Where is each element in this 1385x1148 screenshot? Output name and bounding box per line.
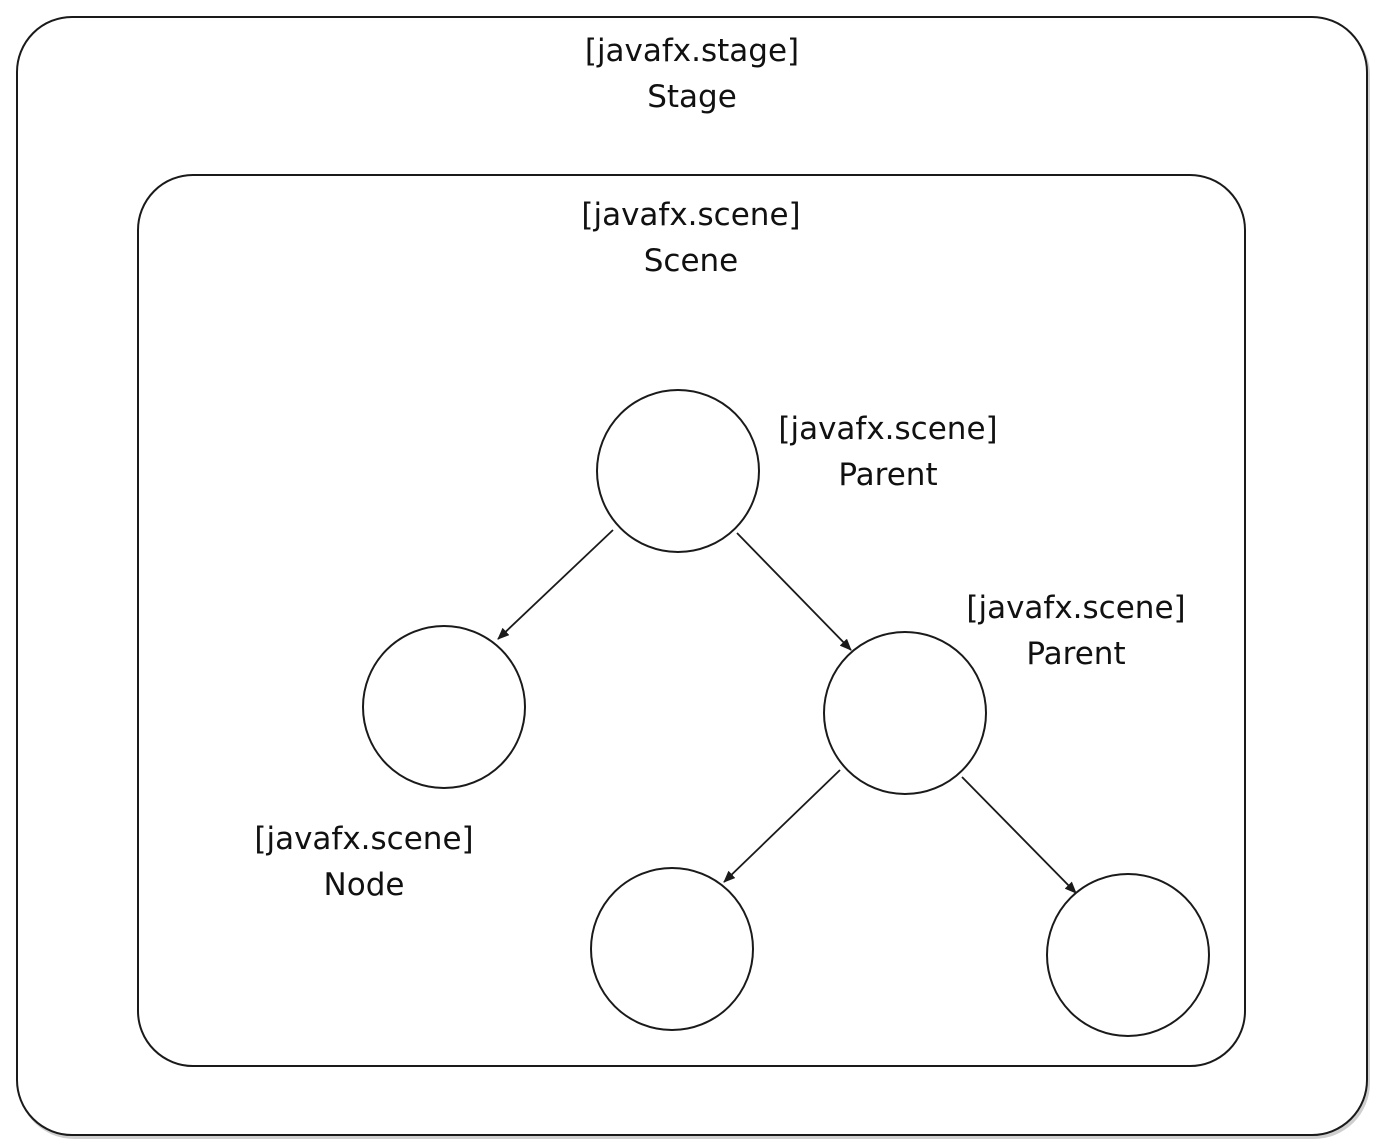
child-parent-node: [823, 631, 987, 795]
child-parent-label: [javafx.scene] Parent: [926, 585, 1226, 677]
stage-name: Stage: [647, 79, 737, 115]
root-parent-node: [596, 389, 760, 553]
stage-label: [javafx.stage] Stage: [542, 28, 842, 120]
scene-package: [javafx.scene]: [581, 197, 801, 233]
root-parent-package: [javafx.scene]: [778, 411, 998, 447]
root-parent-label: [javafx.scene] Parent: [738, 406, 1038, 498]
leaf-node-label: [javafx.scene] Node: [214, 816, 514, 908]
edge-parent-to-leaf-left: [723, 769, 841, 883]
edge-root-to-node: [497, 529, 614, 640]
leaf-node-package: [javafx.scene]: [254, 821, 474, 857]
leaf-node-name: Node: [323, 867, 405, 903]
grandchild-left-node: [590, 867, 754, 1031]
scene-label: [javafx.scene] Scene: [541, 192, 841, 284]
edge-parent-to-leaf-right: [961, 776, 1077, 894]
child-parent-name: Parent: [1026, 636, 1126, 672]
child-parent-package: [javafx.scene]: [966, 590, 1186, 626]
grandchild-right-node: [1046, 873, 1210, 1037]
stage-package: [javafx.stage]: [584, 33, 800, 69]
edge-root-to-parent: [736, 532, 852, 651]
leaf-node: [362, 625, 526, 789]
scene-name: Scene: [643, 243, 739, 279]
root-parent-name: Parent: [838, 457, 938, 493]
